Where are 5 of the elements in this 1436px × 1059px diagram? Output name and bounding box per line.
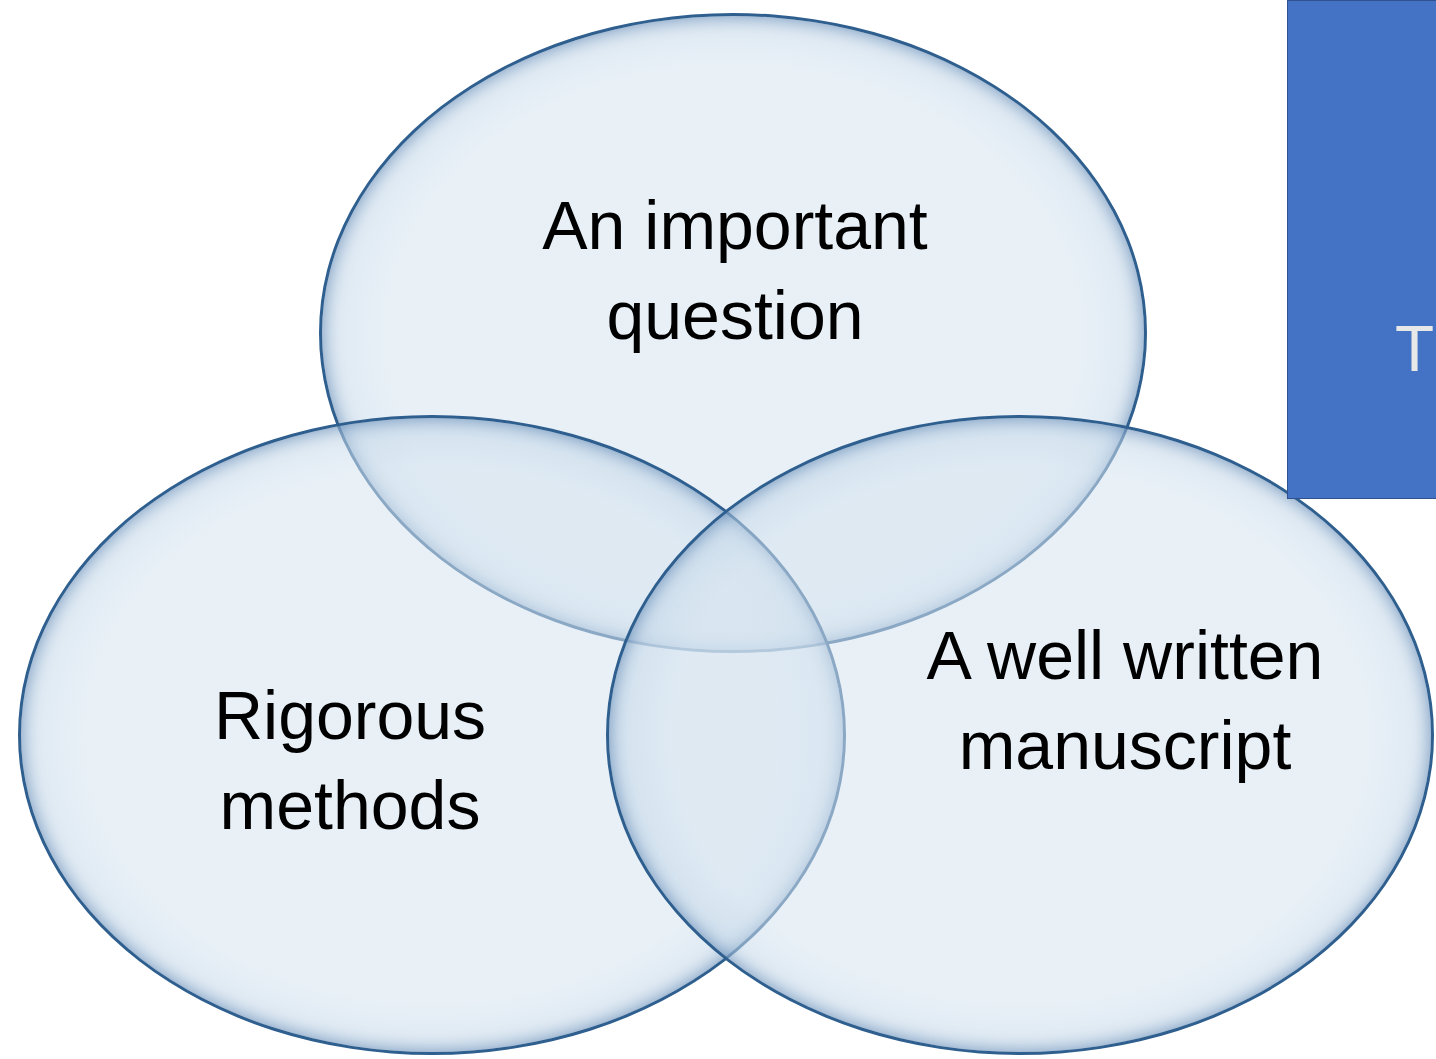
circle-label: A well written manuscript: [925, 616, 1325, 785]
panel-text: T: [1395, 312, 1435, 386]
title-panel: [1287, 0, 1436, 499]
circle-label: An important question: [541, 186, 929, 355]
circle-label: Rigorous methods: [212, 676, 488, 845]
